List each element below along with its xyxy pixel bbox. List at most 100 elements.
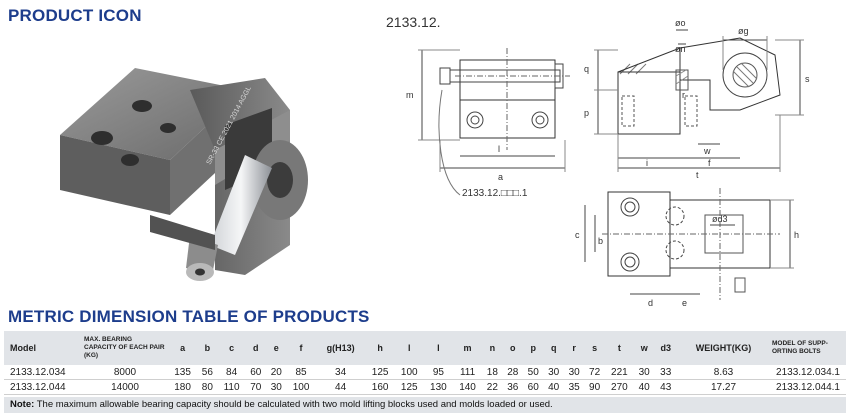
table-cell: 8.63 xyxy=(713,366,734,378)
table-cell: 140 xyxy=(459,381,476,393)
dim-label-h: h xyxy=(794,230,799,240)
table-row: 2133.12.044 14000 180 80 110 70 30 100 4… xyxy=(4,380,846,395)
table-cell: 270 xyxy=(611,381,628,393)
table-cell: 30 xyxy=(548,366,560,378)
product-icon-heading: PRODUCT ICON xyxy=(8,6,142,25)
col-header: d3 xyxy=(660,343,671,353)
col-header: Model xyxy=(10,343,36,353)
table-cell: 2133.12.034.1 xyxy=(776,366,840,378)
table-cell: 130 xyxy=(430,381,447,393)
dim-label-n: øn xyxy=(675,44,686,54)
table-cell: 14000 xyxy=(111,381,139,393)
table-cell: 2133.12.044.1 xyxy=(776,381,840,393)
table-cell: 30 xyxy=(568,366,580,378)
table-cell: 100 xyxy=(400,366,418,378)
col-header: l xyxy=(408,343,411,353)
dim-label-d: d xyxy=(648,298,653,308)
table-cell: 20 xyxy=(270,366,282,378)
top-view xyxy=(584,188,794,300)
table-cell: 40 xyxy=(548,381,560,393)
col-header: s xyxy=(592,343,598,353)
table-cell: 30 xyxy=(270,381,282,393)
dim-label-q: q xyxy=(584,64,589,74)
dim-label-s: s xyxy=(805,74,810,84)
dim-label-d3: ød3 xyxy=(712,214,728,224)
col-header: WEIGHT(KG) xyxy=(695,343,752,353)
table-cell: 34 xyxy=(335,366,347,378)
dim-label-w: w xyxy=(703,146,711,156)
table-cell: 2133.12.034 xyxy=(10,366,66,378)
col-header: t xyxy=(617,343,621,353)
table-cell: 30 xyxy=(638,366,650,378)
table-cell: 90 xyxy=(589,381,601,393)
col-header: MODEL OF SUPP-ORTING BOLTS xyxy=(772,340,828,355)
table-cell: 50 xyxy=(527,366,539,378)
dim-label-c: c xyxy=(575,230,580,240)
dim-label-f: f xyxy=(708,158,711,168)
col-header: h xyxy=(377,343,383,353)
bolt-callout: 2133.12.□□□.1 xyxy=(462,188,528,199)
col-header: l xyxy=(437,343,440,353)
pin-rod xyxy=(210,155,272,255)
table-cell: 60 xyxy=(250,366,262,378)
dim-label-r: r xyxy=(682,90,685,100)
bolt-hole xyxy=(91,131,113,145)
table-cell: 80 xyxy=(201,381,213,393)
table-cell: 17.27 xyxy=(711,381,737,393)
col-header: e xyxy=(273,343,279,353)
table-cell: 2133.12.044 xyxy=(10,381,66,393)
col-header: o xyxy=(510,343,516,353)
table-cell: 70 xyxy=(250,381,262,393)
table-note: Note: The maximum allowable bearing capa… xyxy=(4,397,846,413)
dim-label-g: øg xyxy=(738,26,749,36)
table-cell: 60 xyxy=(527,381,539,393)
table-cell: 44 xyxy=(335,381,347,393)
note-label: Note: xyxy=(10,399,35,410)
dimension-table: Model MAX. BEARING CAPACITY OF EACH PAIR… xyxy=(4,331,846,395)
col-header: q xyxy=(550,343,557,353)
table-cell: 28 xyxy=(507,366,519,378)
product-photo: SR-33 CE 2021 2014 AGGL xyxy=(60,68,308,281)
table-cell: 160 xyxy=(371,381,389,393)
col-header: d xyxy=(253,343,259,353)
side-view-right xyxy=(594,29,804,172)
table-cell: 40 xyxy=(638,381,650,393)
table-cell: 125 xyxy=(400,381,418,393)
col-header: r xyxy=(572,343,576,353)
col-header: f xyxy=(299,343,303,353)
bolt-hole xyxy=(121,154,139,166)
dim-label-l: l xyxy=(498,144,500,154)
block-front-face xyxy=(60,135,170,215)
dim-label-i: i xyxy=(646,158,648,168)
bolt-hole xyxy=(160,123,176,133)
col-header: g(H13) xyxy=(326,343,355,353)
dim-label-t: t xyxy=(696,170,699,180)
table-cell: 33 xyxy=(660,366,672,378)
table-cell: 95 xyxy=(432,366,444,378)
dim-label-a: a xyxy=(498,172,503,182)
dim-label-e: e xyxy=(682,298,687,308)
col-header: MAX. BEARING CAPACITY OF EACH PAIR (KG) xyxy=(84,336,165,359)
dim-label-m: m xyxy=(406,90,414,100)
table-row: 2133.12.034 8000 135 56 84 60 20 85 34 1… xyxy=(4,365,846,380)
table-header-row: Model MAX. BEARING CAPACITY OF EACH PAIR… xyxy=(4,331,846,365)
table-cell: 36 xyxy=(507,381,519,393)
dim-label-p: p xyxy=(584,108,589,118)
table-cell: 135 xyxy=(174,366,191,378)
table-cell: 110 xyxy=(223,381,240,393)
table-cell: 8000 xyxy=(113,366,137,378)
col-header: c xyxy=(229,343,235,353)
table-cell: 85 xyxy=(295,366,307,378)
bolt-hole xyxy=(132,100,152,112)
drawing-model-number: 2133.12. xyxy=(386,14,441,30)
table-cell: 18 xyxy=(486,366,498,378)
col-header: b xyxy=(204,343,211,353)
col-header: w xyxy=(640,343,648,353)
table-cell: 22 xyxy=(486,381,498,393)
table-cell: 125 xyxy=(371,366,389,378)
table-cell: 84 xyxy=(226,366,238,378)
table-cell: 35 xyxy=(568,381,580,393)
col-header: a xyxy=(180,343,186,353)
table-cell: 180 xyxy=(174,381,191,393)
table-cell: 111 xyxy=(459,366,476,378)
